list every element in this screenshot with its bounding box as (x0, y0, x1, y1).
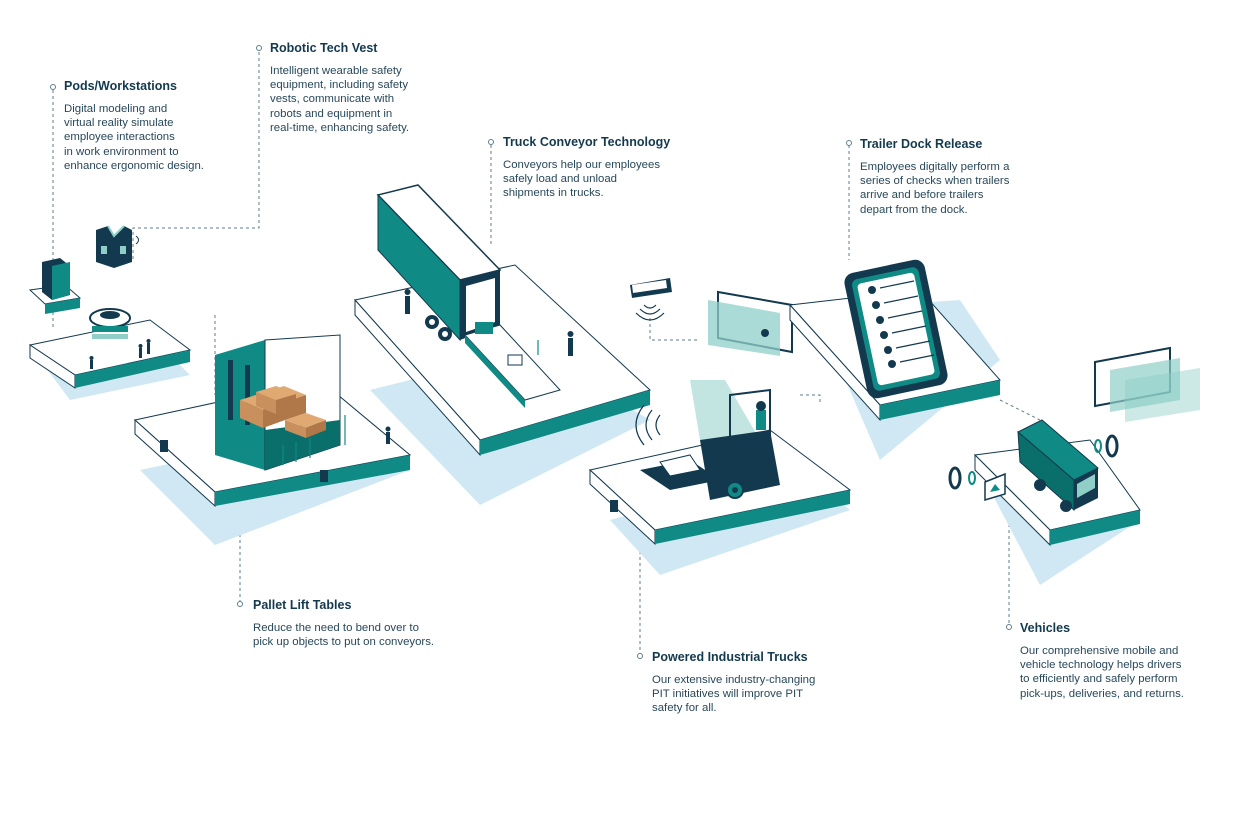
callout-title: Truck Conveyor Technology (503, 135, 671, 149)
smartphone-checklist-icon (844, 259, 948, 399)
callout-trailer-dock-release: Trailer Dock Release Employees digitally… (860, 137, 1009, 217)
callout-title: Vehicles (1020, 621, 1071, 635)
callout-pallet-lift-tables: Pallet Lift Tables Reduce the need to be… (253, 598, 434, 649)
callout-title: Pallet Lift Tables (253, 598, 352, 612)
forklift-icon (640, 380, 780, 500)
safety-vest-icon (96, 225, 139, 268)
pit-platform (588, 380, 852, 575)
wireless-sensor-icon (635, 404, 661, 446)
delivery-van-icon (1017, 419, 1099, 512)
callout-truck-conveyor: Truck Conveyor Technology Conveyors help… (503, 135, 670, 201)
pallet-lift-platform (133, 334, 412, 545)
callout-title: Powered Industrial Trucks (652, 650, 808, 664)
pods-platform (28, 258, 192, 400)
vehicles-platform (948, 346, 1200, 585)
callout-title: Robotic Tech Vest (270, 41, 378, 55)
delivery-truck-icon (376, 184, 502, 342)
callout-robotic-tech-vest: Robotic Tech Vest Intelligent wearable s… (270, 41, 409, 135)
trailer-dock-platform (788, 259, 1001, 460)
vr-headset-icon (89, 308, 131, 339)
scanner-sensor (630, 278, 793, 356)
callout-powered-industrial-trucks: Powered Industrial Trucks Our extensive … (652, 650, 815, 716)
callout-title: Trailer Dock Release (860, 137, 983, 151)
truck-conveyor-platform (354, 184, 651, 505)
cardboard-boxes (240, 386, 326, 438)
callout-title: Pods/Workstations (64, 79, 177, 93)
